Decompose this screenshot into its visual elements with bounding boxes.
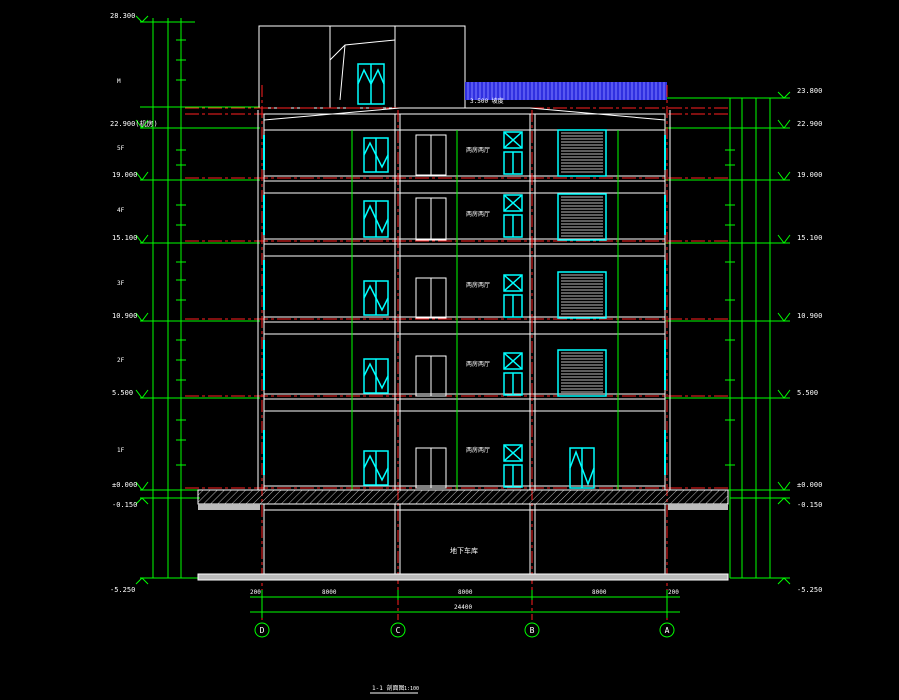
axis-a: A bbox=[665, 626, 670, 635]
level-f4-left: 15.100 bbox=[112, 234, 137, 242]
door-middle-f2 bbox=[415, 355, 447, 397]
louvre-panel-f3 bbox=[557, 271, 607, 319]
window-ground-right bbox=[569, 447, 595, 489]
louvre-panel-f2 bbox=[557, 349, 607, 397]
roof-tiles bbox=[465, 82, 667, 100]
window-left-f1 bbox=[363, 450, 389, 486]
drawing-caption: 1-1 剖面图 1:100 bbox=[370, 684, 419, 694]
level-ground-right: ±0.000 bbox=[797, 481, 822, 489]
room-label-1f: 两房两厅 bbox=[466, 446, 490, 454]
right-dimension-chain bbox=[665, 97, 790, 579]
window-left-f4 bbox=[363, 200, 389, 238]
window-left-f3 bbox=[363, 280, 389, 316]
axis-d: D bbox=[260, 626, 265, 635]
level-top-right: 23.800 bbox=[797, 87, 822, 95]
dim-seg1: 8000 bbox=[322, 589, 337, 596]
window-right-f3 bbox=[503, 274, 523, 318]
dim-seg2: 8000 bbox=[458, 589, 473, 596]
room-labels: 两房两厅 两房两厅 两房两厅 两房两厅 两房两厅 bbox=[466, 146, 490, 454]
room-label-5f: 两房两厅 bbox=[466, 146, 490, 154]
window-right-f2 bbox=[503, 352, 523, 396]
axis-c: C bbox=[396, 626, 401, 635]
dim-end-left: 200 bbox=[250, 589, 261, 596]
level-basement-right: -5.250 bbox=[797, 586, 822, 594]
interior-dimensions bbox=[351, 130, 619, 490]
axis-b: B bbox=[530, 626, 535, 635]
level-outdoor-left: -0.150 bbox=[112, 501, 137, 509]
floor-tag-5f: 5F bbox=[117, 145, 125, 152]
floor-tag-3f: 3F bbox=[117, 280, 125, 287]
left-level-labels: 28.300 22.900(机房) 19.000 15.100 10.900 5… bbox=[110, 12, 158, 594]
level-f5-right: 19.000 bbox=[797, 171, 822, 179]
basement-label: 地下车库 bbox=[450, 546, 478, 555]
level-f5-left: 19.000 bbox=[112, 171, 137, 179]
level-ground-left: ±0.000 bbox=[112, 481, 137, 489]
bottom-dimensions bbox=[250, 590, 680, 618]
room-label-4f: 两房两厅 bbox=[466, 210, 490, 218]
machine-room-window bbox=[357, 63, 385, 105]
room-label-3f: 两房两厅 bbox=[466, 281, 490, 289]
window-left-f5 bbox=[363, 137, 389, 173]
level-f3-left: 10.900 bbox=[112, 312, 137, 320]
machine-room bbox=[258, 25, 466, 109]
basement bbox=[197, 504, 729, 581]
door-middle-f3 bbox=[415, 277, 447, 319]
level-basement-left: -5.250 bbox=[110, 586, 135, 594]
ground-slab bbox=[197, 489, 729, 510]
roof-note: 3.500 坡度 bbox=[470, 97, 504, 105]
louvre-panel-f4 bbox=[557, 193, 607, 241]
louvre-panel-f5 bbox=[557, 129, 607, 177]
floor-tag-4f: 4F bbox=[117, 207, 125, 214]
left-floor-tags: M 5F 4F 3F 2F 1F bbox=[117, 78, 125, 454]
window-right-f4 bbox=[503, 194, 523, 238]
right-level-markers bbox=[777, 91, 791, 585]
dim-end-right: 200 bbox=[668, 589, 679, 596]
caption-title: 1-1 剖面图 bbox=[372, 684, 404, 692]
right-level-labels: 23.800 22.900 19.000 15.100 10.900 5.500… bbox=[797, 87, 822, 594]
floor-tag-2f: 2F bbox=[117, 357, 125, 364]
bottom-dimension-labels: 200 8000 8000 8000 200 24400 bbox=[250, 589, 679, 611]
building-section bbox=[257, 107, 671, 491]
room-label-2f: 两房两厅 bbox=[466, 360, 490, 368]
window-right-f1 bbox=[503, 444, 523, 488]
door-middle-f1 bbox=[415, 447, 447, 489]
dim-seg3: 8000 bbox=[592, 589, 607, 596]
level-top-left: 28.300 bbox=[110, 12, 135, 20]
level-f2-left: 5.500 bbox=[112, 389, 133, 397]
level-f4-right: 15.100 bbox=[797, 234, 822, 242]
window-left-f2 bbox=[363, 358, 389, 394]
dim-total: 24400 bbox=[454, 604, 472, 611]
level-outdoor-right: -0.150 bbox=[797, 501, 822, 509]
openings bbox=[363, 129, 607, 489]
door-middle-f5 bbox=[415, 134, 447, 176]
left-dimension-chain bbox=[140, 18, 260, 579]
column-axis-lines bbox=[261, 85, 668, 620]
level-roof-right: 22.900 bbox=[797, 120, 822, 128]
level-roof-left: 22.900(机房) bbox=[110, 119, 158, 128]
axis-bubbles bbox=[254, 622, 675, 638]
floor-tag-1f: 1F bbox=[117, 447, 125, 454]
level-f3-right: 10.900 bbox=[797, 312, 822, 320]
door-middle-f4 bbox=[415, 197, 447, 241]
left-level-markers bbox=[135, 15, 149, 585]
window-right-f5 bbox=[503, 131, 523, 175]
side-glazing bbox=[263, 135, 666, 475]
level-f2-right: 5.500 bbox=[797, 389, 818, 397]
caption-scale: 1:100 bbox=[404, 686, 419, 692]
floor-tag-machine: M bbox=[117, 78, 121, 85]
